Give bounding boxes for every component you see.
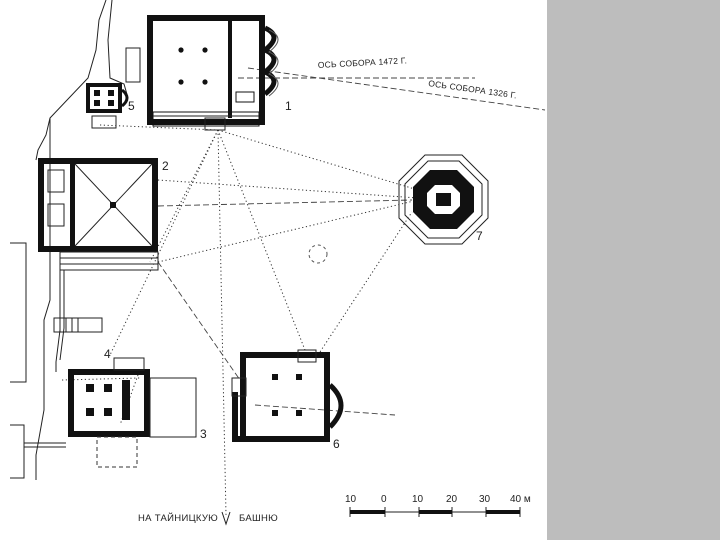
building-7-octagon	[398, 154, 489, 245]
scale-label-10-left: 10	[345, 494, 357, 505]
building-3-4-block	[68, 357, 197, 468]
scale-label-0: 0	[381, 494, 387, 505]
sight-lines	[61, 124, 419, 516]
building-number-2: 2	[162, 159, 169, 173]
building-6-church	[231, 349, 344, 442]
gray-side-panel	[547, 0, 720, 540]
building-1-cathedral	[125, 15, 279, 131]
axis-label-1326: ОСЬ СОБОРА 1326 Г.	[428, 78, 518, 100]
building-number-5: 5	[128, 99, 135, 113]
caption-na-tainitskuyu: НА ТАЙНИЦКУЮ	[138, 512, 218, 524]
axis-label-1472: ОСЬ СОБОРА 1472 Г.	[318, 55, 408, 70]
building-number-7: 7	[476, 229, 483, 243]
building-number-1: 1	[285, 99, 292, 113]
site-plan-drawing: ОСЬ СОБОРА 1472 Г. ОСЬ СОБОРА 1326 Г. 1 …	[10, 0, 546, 526]
scale-label-40m: 40 м	[510, 494, 531, 505]
building-number-3: 3	[200, 427, 207, 441]
terrain-outline	[10, 0, 129, 480]
building-5-small-church	[86, 83, 129, 129]
scale-label-20: 20	[446, 494, 458, 505]
building-number-6: 6	[333, 437, 340, 451]
scale-label-30: 30	[479, 494, 491, 505]
cathedral-axis-lines	[157, 67, 546, 416]
caption-bashnyu: БАШНЮ	[239, 513, 278, 524]
dashed-circle-marker	[308, 244, 328, 264]
scale-label-10: 10	[412, 494, 424, 505]
building-number-4: 4	[104, 347, 111, 361]
direction-arrow-icon	[221, 511, 231, 526]
scale-bar	[349, 507, 521, 517]
building-2-hall	[38, 158, 159, 333]
